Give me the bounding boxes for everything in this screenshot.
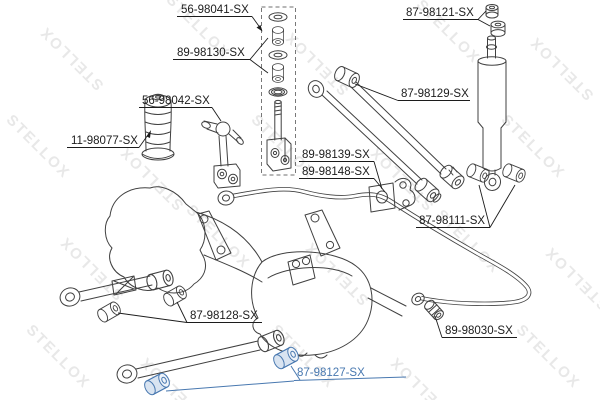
lateral-rod-lower <box>307 80 442 205</box>
watermark-text: STELLOX <box>116 143 187 214</box>
label-87-98111: 87-98111-SX <box>416 184 516 228</box>
part-number-89-98130[interactable]: 89-98130-SX <box>177 47 245 59</box>
kit-washer-top <box>268 12 288 22</box>
watermark-text: STELLOX <box>513 321 584 392</box>
watermark-text: STELLOX <box>3 111 74 182</box>
stabilizer-end-bushing <box>424 299 444 321</box>
watermark-text: STELLOX <box>498 111 569 182</box>
watermark-text: STELLOX <box>526 33 597 104</box>
labels-layer: 56-98041-SX 89-98130-SX 87-98121-SX 56-9… <box>67 4 517 392</box>
shock-lower-bushing-right <box>500 162 528 184</box>
part-number-87-98127[interactable]: 87-98127-SX <box>297 367 365 379</box>
upper-control-arm <box>59 268 176 307</box>
loose-bushing-2 <box>161 283 189 309</box>
kit-washer-mid <box>268 50 288 60</box>
part-number-89-98139[interactable]: 89-98139-SX <box>302 149 370 161</box>
part-number-87-98128[interactable]: 87-98128-SX <box>190 310 258 322</box>
watermark-text: STELLOX <box>541 243 600 314</box>
lateral-rod-upper <box>332 64 467 192</box>
highlighted-bushing-2 <box>273 346 299 370</box>
part-number-89-98030[interactable]: 89-98030-SX <box>445 325 513 337</box>
label-87-98127-highlighted: 87-98127-SX <box>165 365 407 392</box>
bump-stop <box>141 93 175 161</box>
label-56-98041: 56-98041-SX <box>177 4 263 32</box>
part-number-87-98121[interactable]: 87-98121-SX <box>406 7 474 19</box>
label-87-98129: 87-98129-SX <box>354 83 470 101</box>
watermark-text: STELLOX <box>301 238 372 309</box>
label-89-98139: 89-98139-SX <box>299 149 383 190</box>
watermark-text: STELLOX <box>23 321 94 392</box>
stabilizer-bar-right-eye <box>411 292 425 306</box>
kit-grommet <box>268 87 288 97</box>
label-56-98042: 56-98042-SX <box>139 95 222 122</box>
highlighted-bushing-1 <box>144 372 170 396</box>
label-89-98030: 89-98030-SX <box>434 315 517 338</box>
shock-lower-bushing-left <box>464 162 492 184</box>
part-number-11-98077[interactable]: 11-98077-SX <box>71 135 138 147</box>
stabilizer-bushing-bracket <box>368 177 416 213</box>
part-number-56-98041[interactable]: 56-98041-SX <box>181 4 249 16</box>
axle-housing-drawing <box>104 186 407 359</box>
label-89-98148: 89-98148-SX <box>299 166 386 193</box>
kit-link-pin <box>266 99 292 172</box>
watermark-text: STELLOX <box>36 23 107 94</box>
part-number-87-98129[interactable]: 87-98129-SX <box>401 88 469 100</box>
kit-bushing-lower <box>272 63 284 83</box>
watermark-text: STELLOX <box>386 353 457 400</box>
part-number-56-98042[interactable]: 56-98042-SX <box>142 95 210 107</box>
stabilizer-link <box>201 120 244 189</box>
link-kit-box <box>261 6 296 176</box>
stabilizer-bar <box>217 187 532 307</box>
label-11-98077: 11-98077-SX <box>67 130 151 148</box>
label-89-98130: 89-98130-SX <box>173 37 269 74</box>
watermark-layer: STELLOX STELLOX STELLOX STELLOX STELLOX … <box>3 0 600 400</box>
trailing-arm <box>116 328 287 384</box>
part-number-87-98111[interactable]: 87-98111-SX <box>419 215 485 227</box>
loose-bushing-1 <box>95 299 123 325</box>
shock-absorber <box>477 35 507 191</box>
label-87-98128: 87-98128-SX <box>117 301 262 323</box>
shock-mount-grommets <box>485 4 506 37</box>
watermark-text: STELLOX <box>281 28 352 99</box>
stabilizer-bar-left-eye <box>217 190 235 206</box>
label-87-98121: 87-98121-SX <box>403 7 491 27</box>
kit-bushing-upper <box>272 26 284 46</box>
part-number-89-98148[interactable]: 89-98148-SX <box>302 166 370 178</box>
